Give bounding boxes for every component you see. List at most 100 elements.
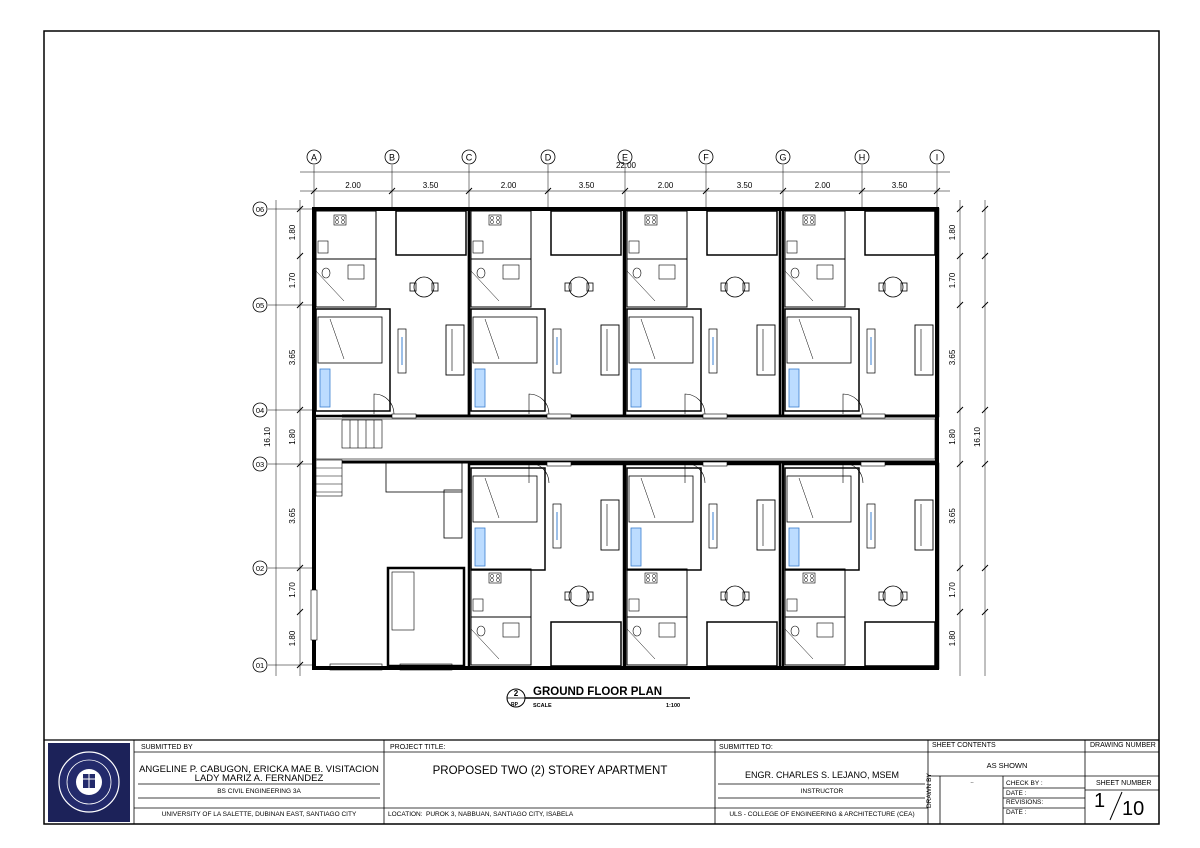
sheet-contents: AS SHOWN xyxy=(986,761,1028,770)
grid-bubble-col xyxy=(698,149,714,165)
project-title-label: PROJECT TITLE: xyxy=(390,744,446,751)
grid-bubble-col xyxy=(929,149,945,165)
drawn-by-label: DRAWN BY xyxy=(926,773,933,808)
grid-label-col: H xyxy=(859,153,866,163)
grid-label-col: G xyxy=(779,153,786,163)
dim-left: 3.65 xyxy=(288,508,297,524)
sheet-ref: RP xyxy=(511,702,519,708)
grid-bubble-row xyxy=(252,402,268,418)
grid-label-row: 04 xyxy=(256,406,264,415)
overall-height-right: 16.10 xyxy=(973,426,982,447)
dim-left: 1.80 xyxy=(288,224,297,240)
sheet-contents-label: SHEET CONTENTS xyxy=(932,742,996,749)
drawing-number-label: DRAWING NUMBER xyxy=(1090,742,1156,749)
dim-left: 3.65 xyxy=(288,349,297,365)
grid-bubble-col xyxy=(540,149,556,165)
grid-bubble-col xyxy=(775,149,791,165)
apartment-units xyxy=(312,207,940,670)
dim-top: 2.00 xyxy=(501,181,517,190)
grid-label-col: E xyxy=(622,153,628,163)
dim-right: 1.70 xyxy=(948,582,957,598)
apartment-unit xyxy=(467,207,626,419)
authors-line-2: LADY MARIZ A. FERNANDEZ xyxy=(194,773,324,784)
instructor-name: ENGR. CHARLES S. LEJANO, MSEM xyxy=(744,770,900,780)
apartment-unit xyxy=(781,461,940,670)
scale-label: SCALE xyxy=(533,703,552,709)
dim-left: 1.80 xyxy=(288,429,297,445)
apartment-unit xyxy=(623,461,782,670)
grid-lines: A B C D E F G H I 06 05 04 03 02 01 xyxy=(252,149,945,673)
apartment-unit xyxy=(781,207,940,419)
grid-bubble-row xyxy=(252,657,268,673)
dim-left: 1.70 xyxy=(288,272,297,288)
dim-right: 1.80 xyxy=(948,630,957,646)
sheet-divider xyxy=(1109,791,1123,821)
dim-left: 1.80 xyxy=(288,630,297,646)
drawn-by-value: .. xyxy=(970,778,974,785)
apartment-unit xyxy=(312,207,471,419)
revisions-label: REVISIONS: xyxy=(1006,799,1044,806)
scale-value: 1:100 xyxy=(666,703,680,709)
dim-top: 2.00 xyxy=(658,181,674,190)
grid-bubble-row xyxy=(252,297,268,313)
grid-bubble-row xyxy=(252,560,268,576)
grid-label-row: 06 xyxy=(256,205,264,214)
date-label-1: DATE : xyxy=(1006,790,1027,797)
apartment-unit xyxy=(623,207,782,419)
date-label-2: DATE : xyxy=(1006,809,1027,816)
dim-right: 3.65 xyxy=(948,508,957,524)
dim-top: 3.50 xyxy=(892,181,908,190)
dim-top: 2.00 xyxy=(815,181,831,190)
drawing-number: 2 xyxy=(514,689,519,698)
grid-bubble-col xyxy=(854,149,870,165)
drawing-title-block: 2 RP GROUND FLOOR PLAN SCALE 1:100 xyxy=(506,686,690,709)
grid-label-col: I xyxy=(936,153,939,163)
dim-top: 3.50 xyxy=(423,181,439,190)
submitted-to-label: SUBMITTED TO: xyxy=(719,744,773,751)
grid-label-col: A xyxy=(311,153,317,163)
dim-left: 1.70 xyxy=(288,582,297,598)
grid-label-row: 03 xyxy=(256,460,264,469)
grid-bubble-col xyxy=(617,149,633,165)
check-by-label: CHECK BY : xyxy=(1006,780,1043,787)
stair xyxy=(315,419,383,497)
dim-right: 3.65 xyxy=(948,349,957,365)
university: UNIVERSITY OF LA SALETTE, DUBINAN EAST, … xyxy=(161,811,357,818)
dim-right: 1.80 xyxy=(948,429,957,445)
apartment-unit xyxy=(467,461,626,670)
location: PUROK 3, NABBUAN, SANTIAGO CITY, ISABELA xyxy=(426,811,574,818)
sheet-number-label: SHEET NUMBER xyxy=(1096,780,1152,787)
university-logo xyxy=(48,743,130,822)
submitted-by-label: SUBMITTED BY xyxy=(141,744,193,751)
grid-label-col: B xyxy=(389,153,395,163)
dim-top: 2.00 xyxy=(345,181,361,190)
sheet-border xyxy=(43,30,1160,825)
overall-width: 22.00 xyxy=(616,161,637,170)
grid-label-col: F xyxy=(703,153,709,163)
grid-label-row: 01 xyxy=(256,661,264,670)
sheet-total: 10 xyxy=(1122,798,1145,820)
overall-height-left: 16.10 xyxy=(263,426,272,447)
authors-line-1: ANGELINE P. CABUGON, ERICKA MAE B. VISIT… xyxy=(139,764,379,775)
college: ULS - COLLEGE OF ENGINEERING & ARCHITECT… xyxy=(729,811,915,818)
instructor-label: INSTRUCTOR xyxy=(800,788,844,795)
grid-label-row: 05 xyxy=(256,301,264,310)
corridor xyxy=(315,418,936,460)
dim-right: 1.70 xyxy=(948,272,957,288)
grid-label-col: D xyxy=(545,153,552,163)
location-label: LOCATION: xyxy=(388,811,423,818)
sheet-number: 1 xyxy=(1094,790,1106,812)
grid-bubble-row xyxy=(252,201,268,217)
dim-right: 1.80 xyxy=(948,224,957,240)
grid-label-row: 02 xyxy=(256,564,264,573)
grid-bubble-col xyxy=(306,149,322,165)
grid-label-col: C xyxy=(466,153,473,163)
project-title: PROPOSED TWO (2) STOREY APARTMENT xyxy=(432,765,668,777)
dim-top: 3.50 xyxy=(737,181,753,190)
course: BS CIVIL ENGINEERING 3A xyxy=(217,788,301,795)
grid-bubble-col xyxy=(461,149,477,165)
drawing-title: GROUND FLOOR PLAN xyxy=(533,686,662,698)
grid-bubble-col xyxy=(384,149,400,165)
